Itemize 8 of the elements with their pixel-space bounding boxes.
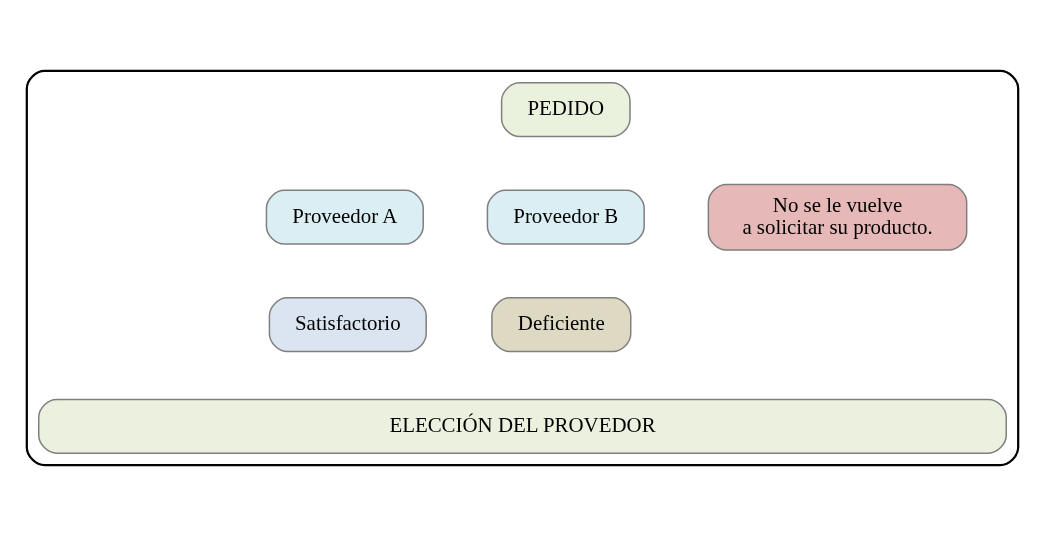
node-box: PEDIDO — [500, 81, 631, 137]
cluster — [25, 69, 1020, 466]
node-box: ELECCIÓN DEL PROVEDOR — [38, 398, 1007, 454]
node-box: Deficiente — [491, 296, 632, 352]
node-box: Satisfactorio — [268, 296, 427, 352]
node-box: No se le vuelve a solicitar su producto. — [707, 183, 968, 251]
node-box: Proveedor B — [486, 189, 645, 245]
node-box: Proveedor A — [265, 189, 424, 245]
